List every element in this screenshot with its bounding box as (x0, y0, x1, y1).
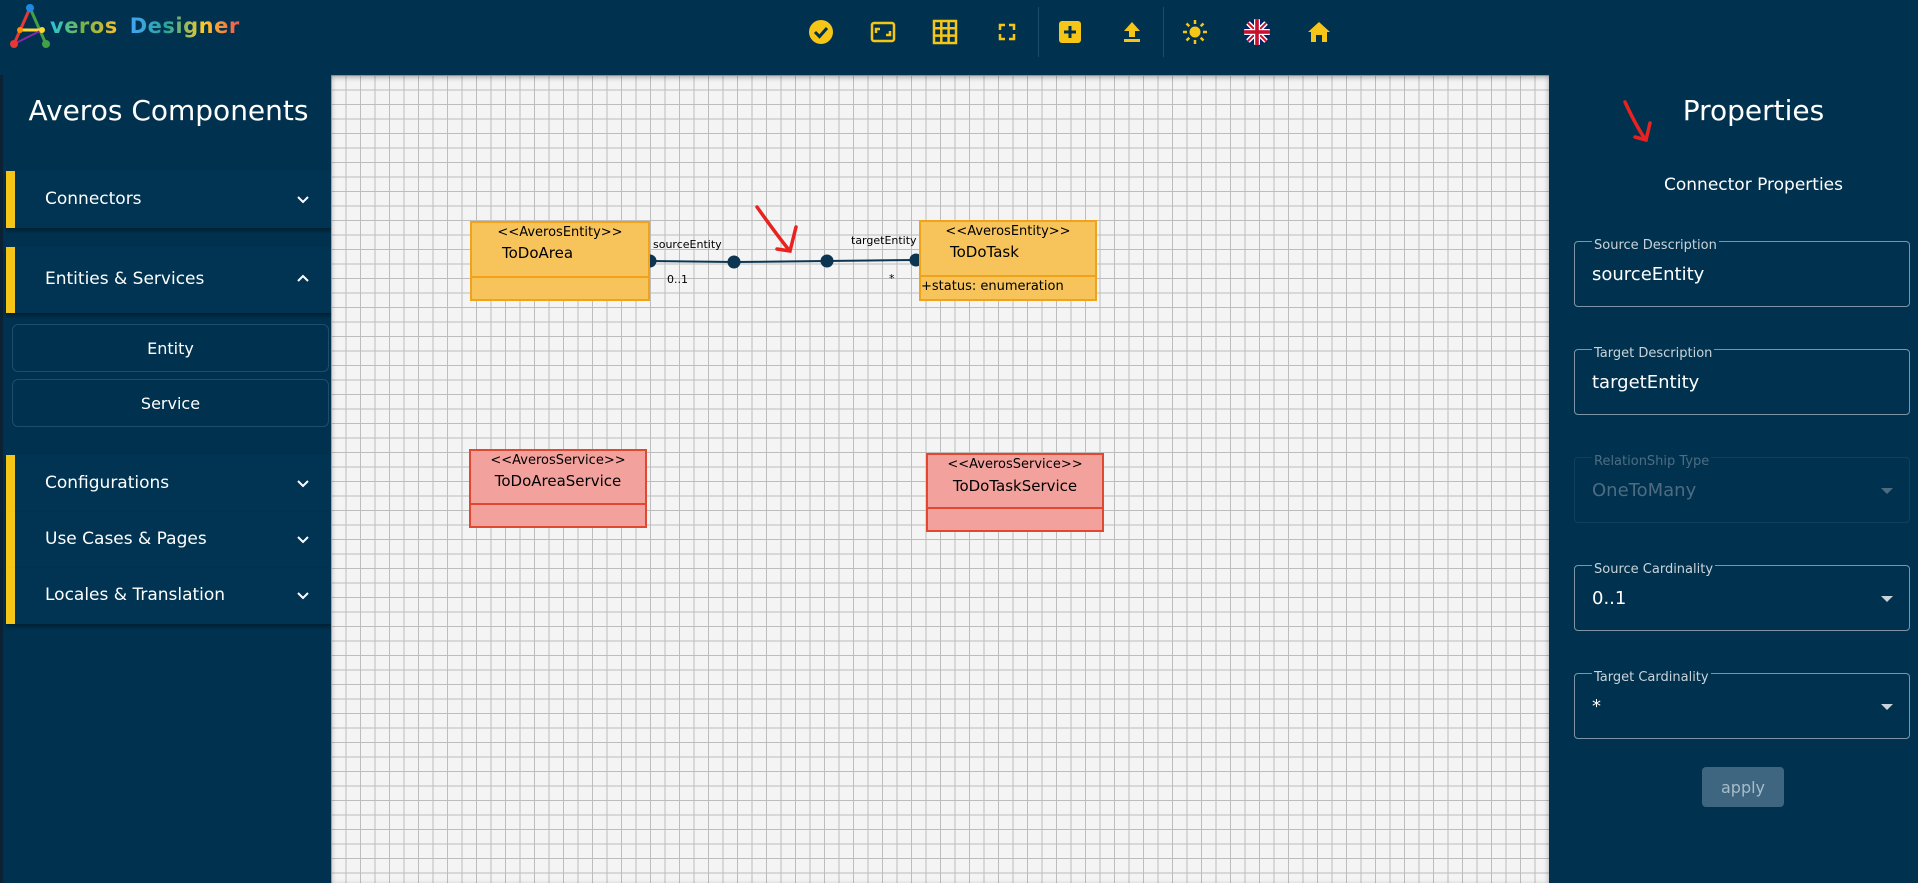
diagram-canvas[interactable]: sourceEntity 0..1 targetEntity * <<Avero… (331, 75, 1549, 883)
field-label: Target Cardinality (1592, 670, 1711, 685)
entity-stereotype: <<AverosEntity>> (945, 224, 1071, 239)
entity-box[interactable]: <<AverosEntity>> ToDoTask +status: enume… (919, 220, 1097, 301)
dropdown-caret-icon (1881, 596, 1893, 602)
connector-handle[interactable] (727, 255, 741, 269)
field-label: Source Description (1592, 238, 1719, 253)
averos-logo-icon (10, 4, 50, 48)
components-panel-title: Averos Components (28, 94, 309, 127)
theme-toggle-button[interactable] (1164, 0, 1226, 64)
grid-button[interactable] (914, 0, 976, 64)
target-description-field[interactable]: Target Description targetEntity (1574, 346, 1910, 415)
connector-source-cardinality: 0..1 (667, 273, 688, 286)
source-description-field[interactable]: Source Description sourceEntity (1574, 238, 1910, 307)
theme-icon (1183, 20, 1207, 44)
apply-button[interactable]: apply (1702, 767, 1784, 807)
grid-icon (932, 19, 958, 45)
accordion-connectors[interactable]: Connectors (6, 171, 334, 228)
fit-screen-icon (870, 21, 896, 43)
service-component-button[interactable]: Service (12, 379, 329, 427)
dropdown-caret-icon (1881, 488, 1893, 494)
fullscreen-button[interactable] (976, 0, 1038, 64)
entity-attribute: +status: enumeration (921, 279, 1064, 294)
connector-handle[interactable] (820, 254, 834, 268)
service-stereotype: <<AverosService>> (490, 453, 626, 468)
relationship-type-select: RelationShip Type OneToMany (1574, 454, 1910, 523)
chevron-down-icon (297, 196, 309, 204)
service-name: ToDoTaskService (952, 477, 1078, 495)
upload-button[interactable] (1101, 0, 1163, 64)
annotation-arrow-icon (1623, 100, 1652, 143)
service-name: ToDoAreaService (494, 472, 622, 490)
chevron-up-icon (297, 274, 309, 282)
home-button[interactable] (1288, 0, 1350, 64)
entity-stereotype: <<AverosEntity>> (497, 225, 623, 240)
home-icon (1308, 22, 1330, 42)
service-divider (928, 507, 1102, 509)
logo-word-averos: veros (50, 14, 118, 38)
validate-icon (809, 20, 833, 44)
field-label: RelationShip Type (1592, 454, 1712, 469)
entity-name: ToDoArea (502, 244, 574, 262)
chevron-down-icon (297, 592, 309, 600)
accordion-label: Use Cases & Pages (45, 529, 207, 549)
entity-divider (472, 276, 648, 278)
service-divider (471, 503, 645, 505)
service-box[interactable]: <<AverosService>> ToDoTaskService (926, 453, 1104, 532)
add-button[interactable] (1039, 0, 1101, 64)
chevron-down-icon (297, 480, 309, 488)
connector-layer (643, 205, 923, 269)
logo-word-designer: Designer (129, 14, 240, 38)
fullscreen-icon (998, 23, 1016, 41)
field-label: Target Description (1592, 346, 1715, 361)
target-cardinality-select[interactable]: Target Cardinality * (1574, 670, 1910, 739)
accordion-label: Locales & Translation (45, 585, 226, 605)
app-logo[interactable]: veros Designer (8, 4, 240, 48)
validate-button[interactable] (790, 0, 852, 64)
field-value: targetEntity (1592, 372, 1700, 393)
entity-component-button[interactable]: Entity (12, 324, 329, 372)
source-cardinality-select[interactable]: Source Cardinality 0..1 (1574, 562, 1910, 631)
field-value: * (1592, 696, 1601, 717)
accordion-label: Configurations (45, 473, 170, 493)
properties-subtitle: Connector Properties (1664, 175, 1843, 195)
accordion-locales-translation[interactable]: Locales & Translation (6, 568, 334, 624)
connector-target-cardinality: * (889, 272, 895, 285)
connector-source-label: sourceEntity (653, 238, 722, 251)
field-value: OneToMany (1592, 480, 1697, 501)
field-value: sourceEntity (1592, 264, 1705, 285)
connector-target-label: targetEntity (851, 234, 917, 247)
fit-screen-button[interactable] (852, 0, 914, 64)
entity-name: ToDoTask (950, 243, 1019, 261)
toolbar-divider (1163, 7, 1164, 57)
accordion-entities-services: Entities & Services Entity Service (6, 247, 334, 507)
service-box[interactable]: <<AverosService>> ToDoAreaService (469, 449, 647, 528)
add-icon (1059, 21, 1081, 43)
connector-line[interactable] (649, 259, 917, 264)
service-stereotype: <<AverosService>> (947, 457, 1083, 472)
entity-box[interactable]: <<AverosEntity>> ToDoArea (470, 221, 650, 301)
accordion-label: Entities & Services (45, 269, 205, 289)
accordion-label: Connectors (45, 189, 142, 209)
toolbar-divider (1038, 7, 1039, 57)
accordion-header[interactable]: Entities & Services (6, 247, 334, 313)
entity-divider (921, 275, 1095, 277)
chevron-down-icon (297, 536, 309, 544)
properties-panel: Properties Connector Properties Source D… (1549, 75, 1918, 883)
main-toolbar (790, 0, 1350, 64)
properties-title: Properties (1682, 94, 1825, 127)
language-flag-icon (1244, 19, 1270, 45)
annotation-arrow-icon (755, 205, 798, 253)
field-label: Source Cardinality (1592, 562, 1716, 577)
field-value: 0..1 (1592, 588, 1627, 609)
accordion-use-cases-pages[interactable]: Use Cases & Pages (6, 512, 334, 568)
dropdown-caret-icon (1881, 704, 1893, 710)
accordion-configurations[interactable]: Configurations (6, 455, 334, 512)
upload-icon (1124, 22, 1140, 42)
components-panel: Averos Components Connectors Entities & … (0, 75, 334, 883)
language-button[interactable] (1226, 0, 1288, 64)
top-bar: veros Designer (0, 0, 1918, 75)
